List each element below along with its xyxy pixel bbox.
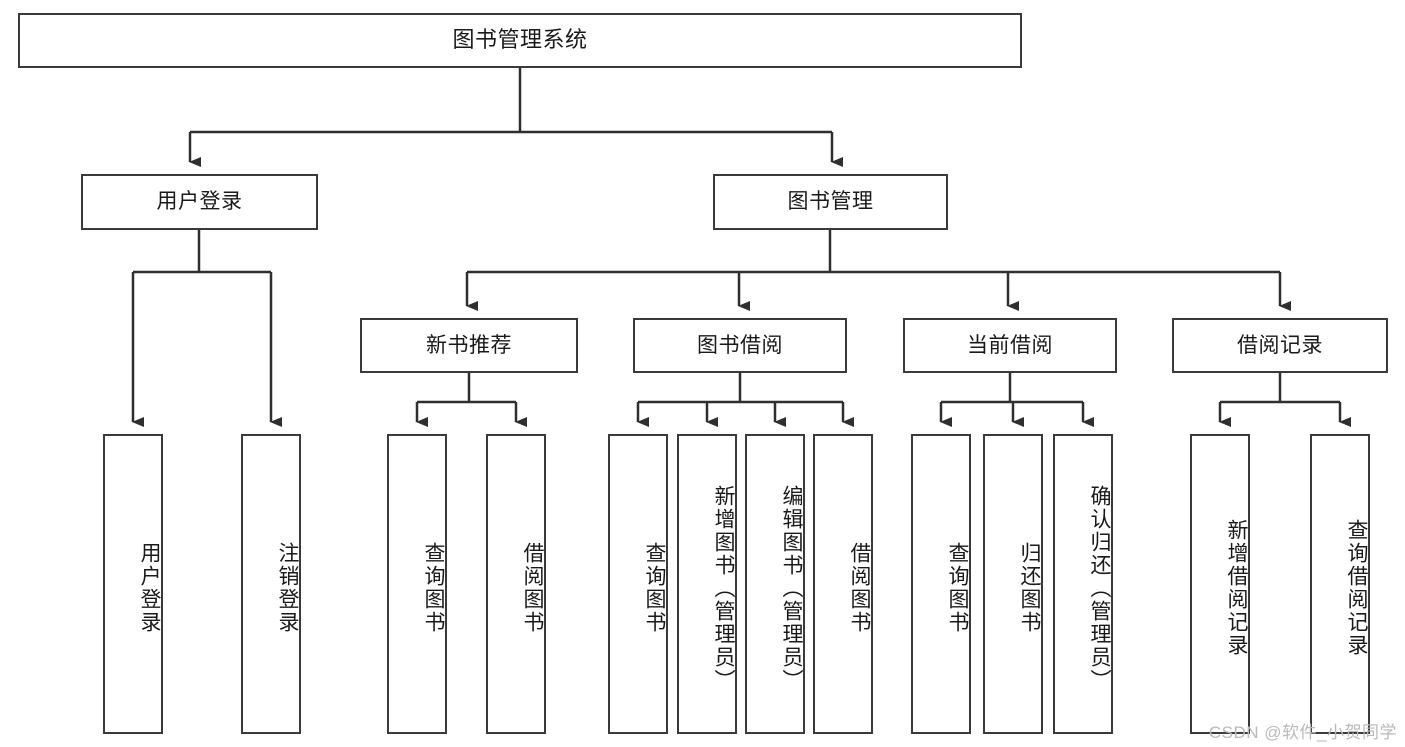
node-user-login[interactable]: 用户登录 bbox=[81, 174, 318, 230]
node-label: 图书管理 bbox=[787, 190, 874, 214]
csdn-watermark: CSDN @软件_小贺同学 bbox=[1208, 723, 1397, 742]
node-leaf-query-record[interactable]: 查询借阅记录 bbox=[1310, 434, 1370, 734]
node-label: 图书借阅 bbox=[697, 333, 783, 357]
node-label: 借阅图书 bbox=[848, 542, 871, 634]
node-label: 查询图书 bbox=[643, 542, 666, 634]
node-label: 确认归还（管理员） bbox=[1088, 484, 1111, 692]
node-label: 查询图书 bbox=[946, 542, 969, 634]
node-label: 编辑图书（管理员） bbox=[780, 484, 803, 692]
node-leaf-edit-book[interactable]: 编辑图书（管理员） bbox=[745, 434, 805, 734]
node-label: 注销登录 bbox=[276, 542, 299, 634]
node-label: 新增借阅记录 bbox=[1225, 519, 1248, 657]
node-leaf-confirm-return[interactable]: 确认归还（管理员） bbox=[1053, 434, 1113, 734]
node-leaf-user-login[interactable]: 用户登录 bbox=[103, 434, 163, 734]
node-leaf-query-book-2[interactable]: 查询图书 bbox=[608, 434, 668, 734]
node-leaf-logout[interactable]: 注销登录 bbox=[241, 434, 301, 734]
node-label: 查询借阅记录 bbox=[1345, 519, 1368, 657]
node-leaf-borrow-book-1[interactable]: 借阅图书 bbox=[486, 434, 546, 734]
node-label: 查询图书 bbox=[422, 542, 445, 634]
node-label: 新书推荐 bbox=[426, 333, 512, 357]
node-new-book-rec[interactable]: 新书推荐 bbox=[360, 318, 578, 373]
node-borrow-record[interactable]: 借阅记录 bbox=[1172, 318, 1388, 373]
node-label: 借阅图书 bbox=[521, 542, 544, 634]
node-leaf-query-book-3[interactable]: 查询图书 bbox=[911, 434, 971, 734]
node-root-system[interactable]: 图书管理系统 bbox=[18, 13, 1022, 68]
node-book-manage[interactable]: 图书管理 bbox=[713, 174, 948, 230]
node-label: 归还图书 bbox=[1018, 542, 1041, 634]
node-leaf-return-book[interactable]: 归还图书 bbox=[983, 434, 1043, 734]
node-label: 用户登录 bbox=[138, 542, 161, 634]
node-current-borrow[interactable]: 当前借阅 bbox=[903, 318, 1117, 373]
node-label: 新增图书（管理员） bbox=[712, 484, 735, 692]
node-leaf-borrow-book-2[interactable]: 借阅图书 bbox=[813, 434, 873, 734]
node-leaf-add-record[interactable]: 新增借阅记录 bbox=[1190, 434, 1250, 734]
node-label: 当前借阅 bbox=[967, 333, 1053, 357]
node-book-borrow[interactable]: 图书借阅 bbox=[633, 318, 847, 373]
node-label: 用户登录 bbox=[156, 190, 243, 214]
node-label: 图书管理系统 bbox=[452, 27, 588, 53]
node-label: 借阅记录 bbox=[1237, 333, 1323, 357]
node-leaf-query-book-1[interactable]: 查询图书 bbox=[387, 434, 447, 734]
node-leaf-add-book[interactable]: 新增图书（管理员） bbox=[677, 434, 737, 734]
